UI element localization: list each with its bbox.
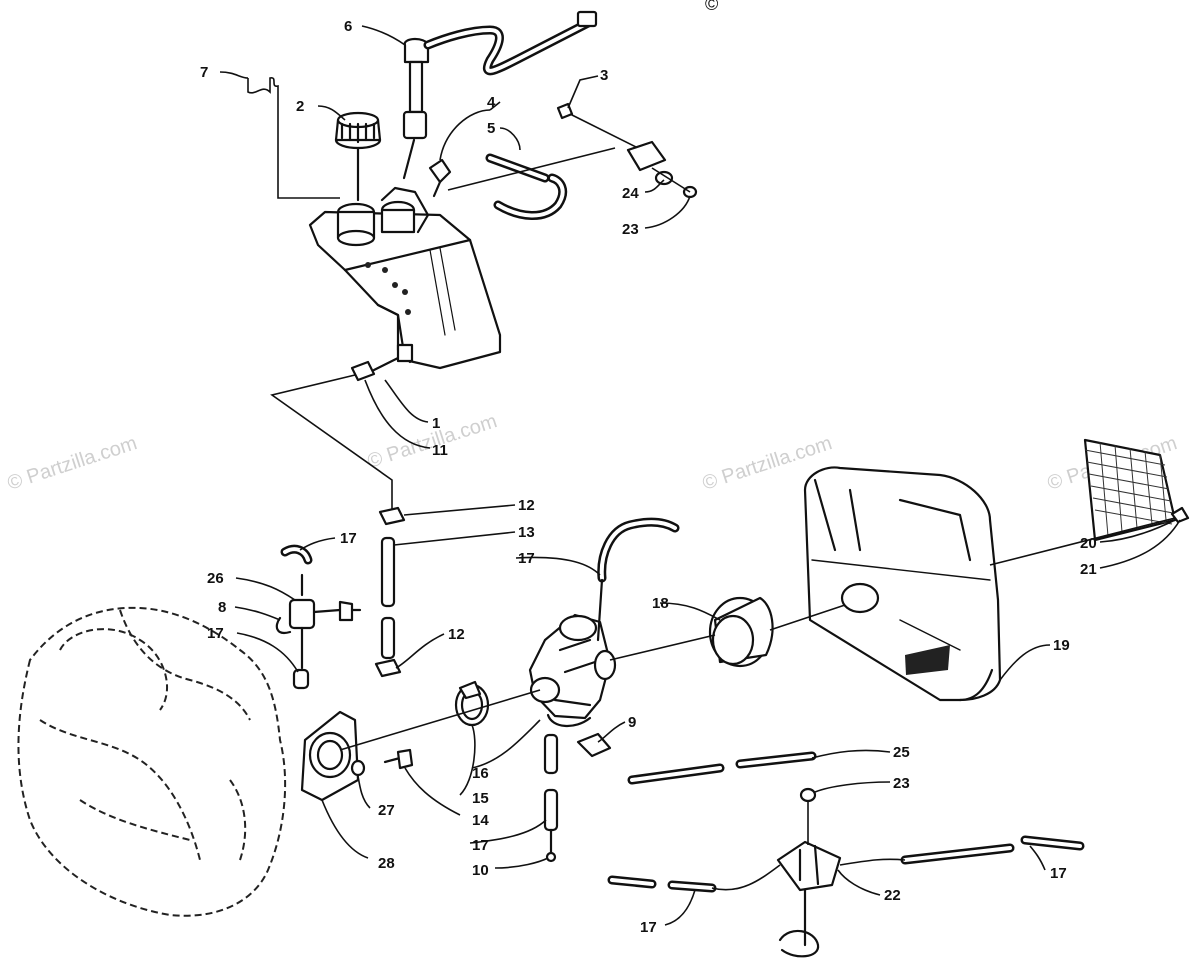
fuel-line-routing [270,374,393,510]
callout-14: 14 [472,812,489,829]
watermark-1: © Partzilla.com [5,432,140,495]
callout-4: 4 [487,94,496,111]
callout-16: 16 [472,765,489,782]
callout-17-carb-vent: 17 [518,550,535,567]
callout-25: 25 [893,744,910,761]
carburetor [528,613,617,727]
vent-fitting [428,109,491,198]
callout-9: 9 [628,714,636,731]
callout-13: 13 [518,524,535,541]
mount-hardware [556,102,698,199]
vent-hose-17 [597,517,680,583]
callout-17-valve-bottom: 17 [207,625,224,642]
bolt-14 [383,748,414,770]
washer-27 [350,759,366,777]
fuel-pump [776,787,842,958]
callout-12-bottom: 12 [448,626,465,643]
intake-flange [300,710,360,802]
callout-17-valve-top: 17 [340,530,357,547]
callout-leaders [219,25,1181,926]
tank-cap [334,111,382,202]
callout-28: 28 [378,855,395,872]
intake-boot [708,596,774,668]
callout-17-pump-right: 17 [1050,865,1067,882]
level-sensor [402,10,598,180]
callout-26: 26 [207,570,224,587]
callout-21: 21 [1080,561,1097,578]
callout-17-pump-left: 17 [640,919,657,936]
callout-3: 3 [600,67,608,84]
pump-hoses [607,751,1085,893]
callout-1: 1 [432,415,440,432]
vent-hoses [447,147,616,220]
callout-8: 8 [218,599,226,616]
copyright-symbol: © [705,0,718,14]
callout-12-top: 12 [518,497,535,514]
callout-2: 2 [296,98,304,115]
callout-7: 7 [200,64,208,81]
callout-23-top: 23 [622,221,639,238]
callout-numbers: 7 2 6 3 4 5 24 23 1 11 12 13 17 17 26 8 … [200,18,1097,936]
callout-19: 19 [1053,637,1070,654]
callout-6: 6 [344,18,352,35]
callout-20: 20 [1080,535,1097,552]
air-silencer [803,466,1002,702]
callout-24: 24 [622,185,639,202]
gasket-7-line [247,77,340,199]
callout-11: 11 [432,442,448,459]
engine-outline [17,606,287,917]
callout-27: 27 [378,802,395,819]
callout-5: 5 [487,120,495,137]
intake-screen [1083,438,1190,542]
intake-clamp [454,680,490,727]
callout-10: 10 [472,862,489,879]
drain-hose-17 [543,733,559,863]
callout-23-pump: 23 [893,775,910,792]
tank-outlet-fitting [350,343,414,382]
callout-17-drain: 17 [472,837,489,854]
fuel-valve [275,544,362,690]
callout-15: 15 [472,790,489,807]
fuel-hose-13 [374,506,406,678]
oil-tank [308,186,502,370]
assembly-axes [339,517,1176,751]
callout-18: 18 [652,595,669,612]
callout-22: 22 [884,887,901,904]
